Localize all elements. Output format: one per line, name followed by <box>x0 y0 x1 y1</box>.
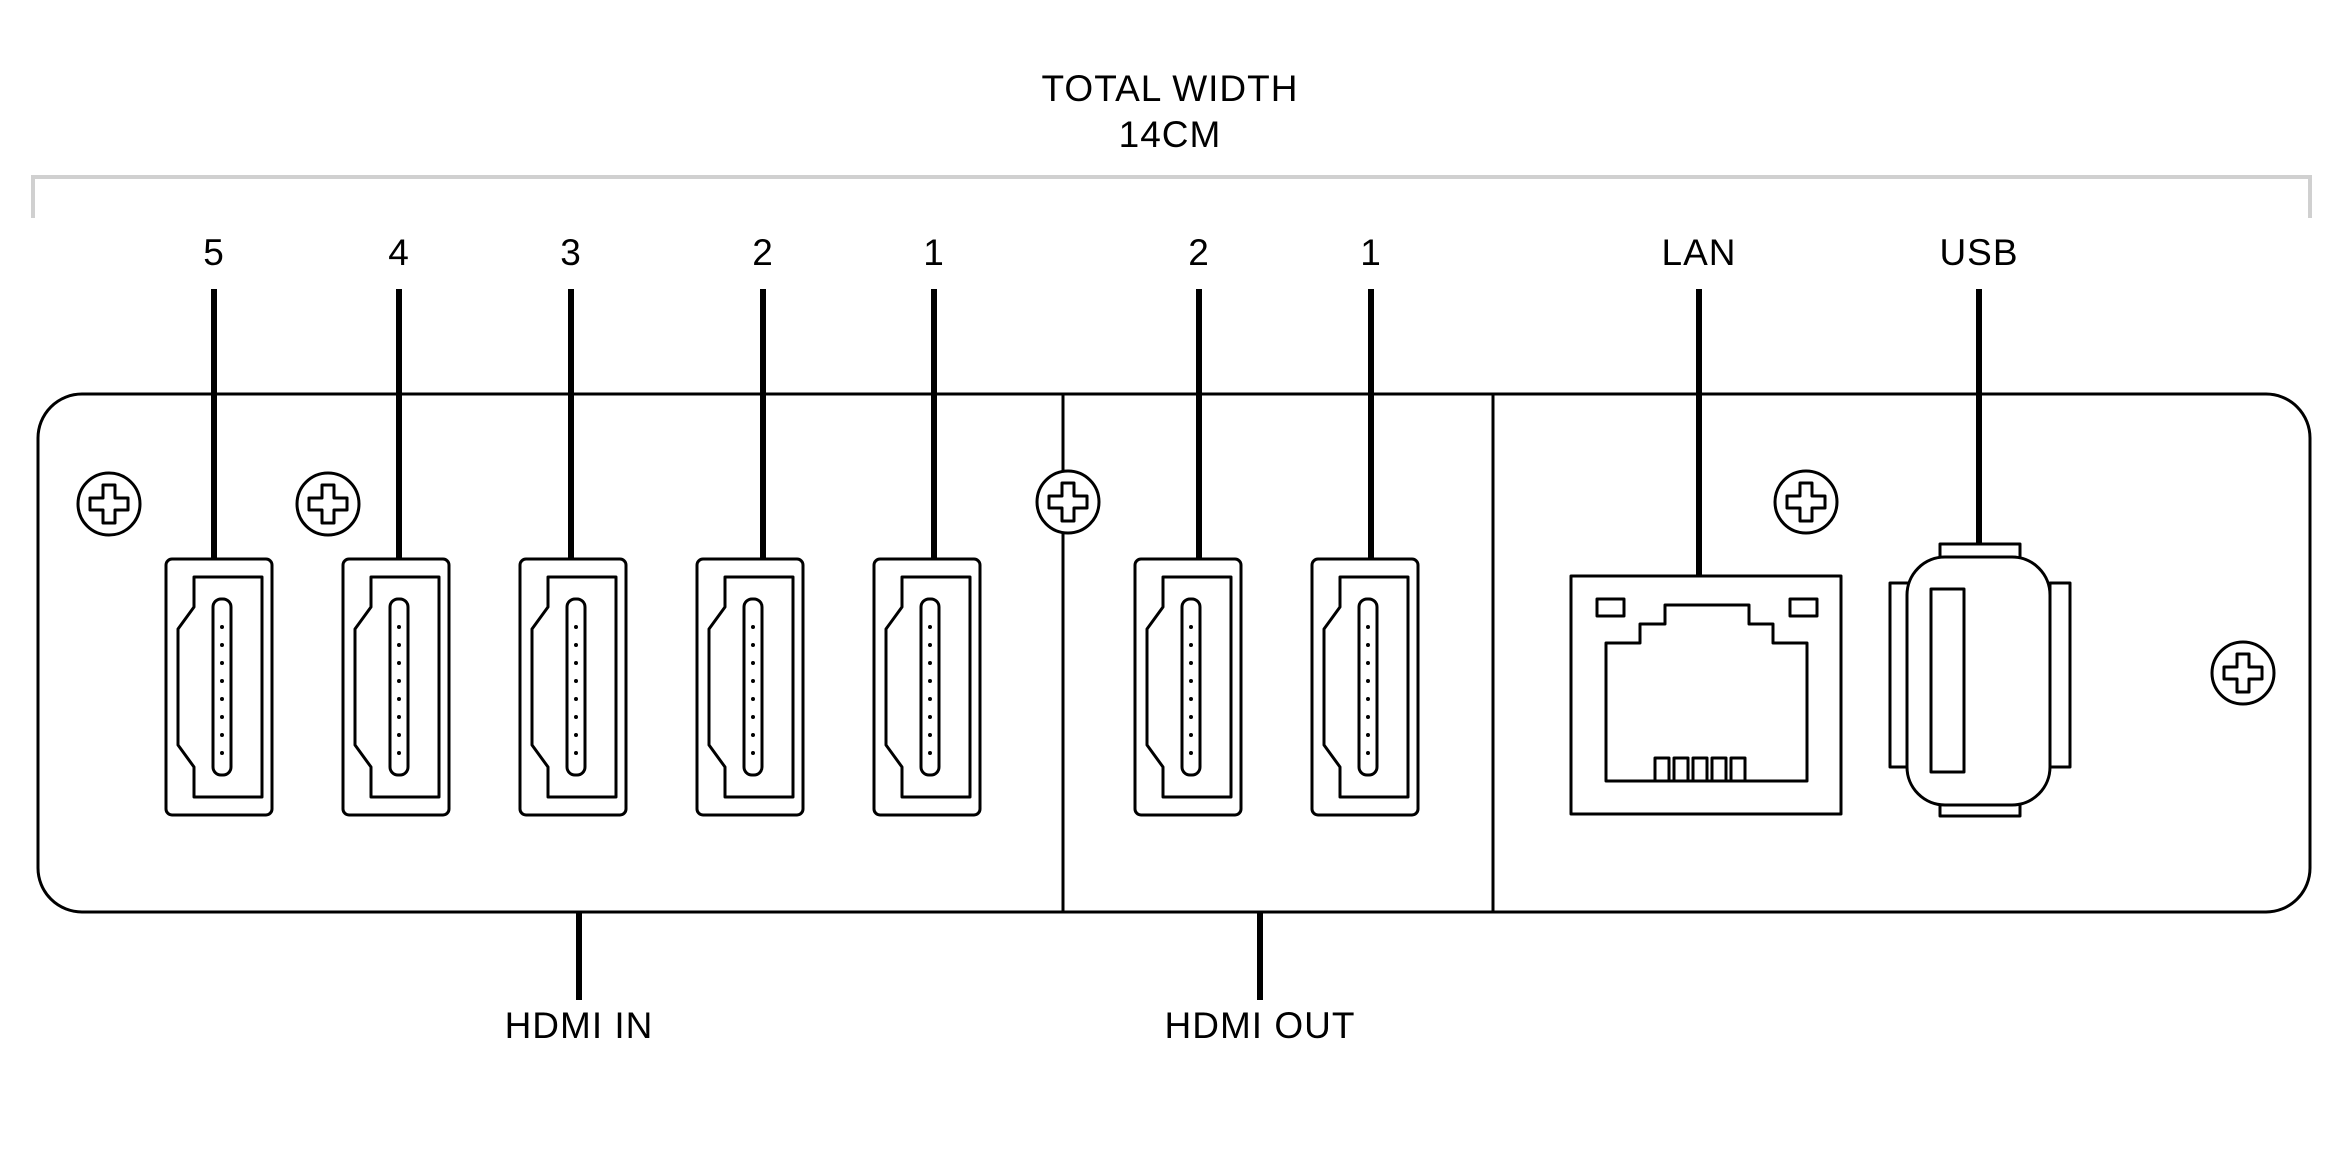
hdmi-out-port-2-icon <box>1133 557 1243 817</box>
hdmi-out-port-number-1: 1 <box>1360 232 1382 273</box>
hdmi-in-port-number-2: 2 <box>752 232 774 273</box>
screw-icon <box>1773 469 1839 535</box>
hdmi-in-port-5-icon <box>164 557 274 817</box>
hdmi-in-port-number-3: 3 <box>560 232 582 273</box>
screw-icon <box>295 471 361 537</box>
hdmi-out-port-1-icon <box>1310 557 1420 817</box>
title-line-2: 14CM <box>1119 114 1222 155</box>
screw-icon <box>2210 640 2276 706</box>
hdmi-in-port-1-icon <box>872 557 982 817</box>
hdmi-in-group-label: HDMI IN <box>505 1005 654 1046</box>
hdmi-in-port-number-4: 4 <box>388 232 410 273</box>
title-line-1: TOTAL WIDTH <box>1042 68 1299 109</box>
screw-icon <box>1035 469 1101 535</box>
hdmi-in-port-number-1: 1 <box>923 232 945 273</box>
screw-icon <box>76 471 142 537</box>
hdmi-in-port-4-icon <box>341 557 451 817</box>
lan-label: LAN <box>1662 232 1737 273</box>
hdmi-out-port-number-2: 2 <box>1188 232 1210 273</box>
hdmi-out-group-label: HDMI OUT <box>1165 1005 1356 1046</box>
total-width-bracket <box>31 175 2312 218</box>
usb-label: USB <box>1939 232 2018 273</box>
hdmi-in-port-2-icon <box>695 557 805 817</box>
hdmi-in-port-number-5: 5 <box>203 232 225 273</box>
hdmi-in-port-3-icon <box>518 557 628 817</box>
lan-port-icon <box>1569 574 1843 816</box>
usb-port-icon <box>1888 542 2072 818</box>
